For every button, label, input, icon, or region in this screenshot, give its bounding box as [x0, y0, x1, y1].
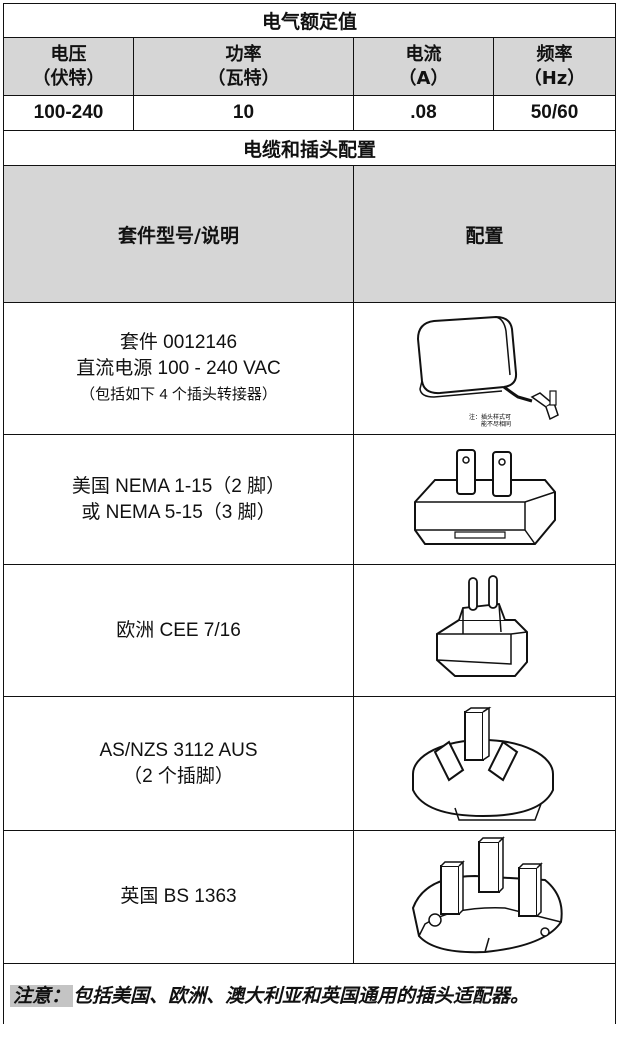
electrical-title: 电气额定值	[2, 3, 617, 38]
eu-plug-icon	[435, 574, 528, 677]
kit-config-cell	[352, 830, 617, 964]
kit-config-cell	[352, 564, 617, 697]
header-frequency: 频率（Hz）	[492, 37, 617, 96]
kit-description: 套件 0012146 直流电源 100 - 240 VAC （包括如下 4 个插…	[3, 302, 354, 435]
kit-description: 欧洲 CEE 7/16	[3, 564, 354, 697]
kit-description: AS/NZS 3112 AUS （2 个插脚）	[3, 696, 354, 831]
header-voltage: 电压（伏特）	[3, 37, 134, 96]
value-current: .08	[353, 95, 494, 131]
specs-table: 电气额定值 电压（伏特） 功率（瓦特） 电流（A） 频率（Hz） 100-240…	[2, 3, 617, 1024]
uk-plug-icon	[411, 836, 563, 954]
kit-config-cell	[352, 696, 617, 831]
kit-config-cell	[352, 434, 617, 565]
note: 注意：包括美国、欧洲、澳大利亚和英国通用的插头适配器。	[2, 963, 617, 1024]
power-supply-icon: 注：插头样式可 能不尽相同	[416, 315, 559, 428]
kit-description: 美国 NEMA 1-15（2 脚） 或 NEMA 5-15（3 脚）	[3, 434, 354, 565]
header-power: 功率（瓦特）	[133, 37, 354, 96]
svg-text:能不尽相同: 能不尽相同	[480, 420, 510, 428]
config-column-header: 配置	[352, 165, 617, 303]
au-plug-icon	[411, 706, 554, 821]
header-current: 电流（A）	[353, 37, 494, 96]
kit-column-header: 套件型号/说明	[3, 165, 354, 303]
cable-section-title: 电缆和插头配置	[2, 130, 617, 166]
kit-config-cell: 注：插头样式可 能不尽相同	[352, 302, 617, 435]
value-voltage: 100-240	[3, 95, 134, 131]
note-label: 注意：	[10, 984, 74, 1007]
note-text: 包括美国、欧洲、澳大利亚和英国通用的插头适配器。	[73, 984, 530, 1007]
value-frequency: 50/60	[492, 95, 617, 131]
value-power: 10	[133, 95, 354, 131]
kit-description: 英国 BS 1363	[3, 830, 354, 964]
svg-text:注：插头样式可: 注：插头样式可	[468, 413, 510, 421]
us-plug-icon	[413, 449, 556, 545]
